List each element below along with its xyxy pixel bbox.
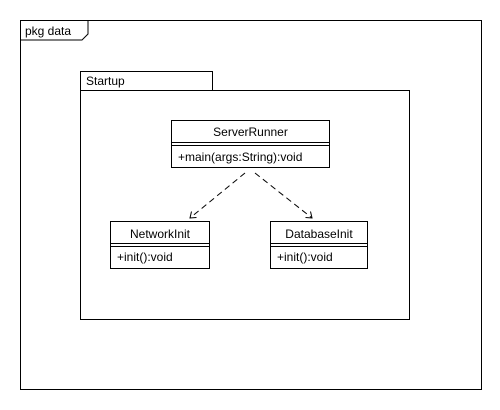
package-tab-startup — [80, 71, 213, 91]
class-name-server-runner: ServerRunner — [213, 125, 288, 139]
dependency-serverrunner-networkinit — [189, 172, 246, 219]
class-name-database-init: DatabaseInit — [285, 227, 353, 241]
class-divider — [172, 145, 329, 146]
operation-init: +init():void — [277, 250, 333, 264]
class-divider — [111, 246, 209, 247]
class-divider — [172, 142, 329, 143]
dependency-serverrunner-databaseinit — [254, 172, 313, 219]
package-label-startup: Startup — [86, 74, 125, 88]
arrowhead-databaseinit — [305, 211, 313, 219]
arrowhead-networkinit — [189, 211, 197, 219]
operation-main: +main(args:String):void — [178, 150, 303, 164]
class-divider — [271, 246, 367, 247]
class-name-network-init: NetworkInit — [129, 227, 191, 241]
class-divider — [271, 243, 367, 244]
operation-init: +init():void — [117, 250, 173, 264]
class-network-init[interactable]: NetworkInit +init():void — [110, 221, 210, 269]
package-frame-label: pkg data — [25, 24, 72, 38]
class-divider — [111, 243, 209, 244]
class-database-init[interactable]: DatabaseInit +init():void — [270, 221, 368, 269]
class-server-runner[interactable]: ServerRunner +main(args:String):void — [171, 120, 330, 168]
